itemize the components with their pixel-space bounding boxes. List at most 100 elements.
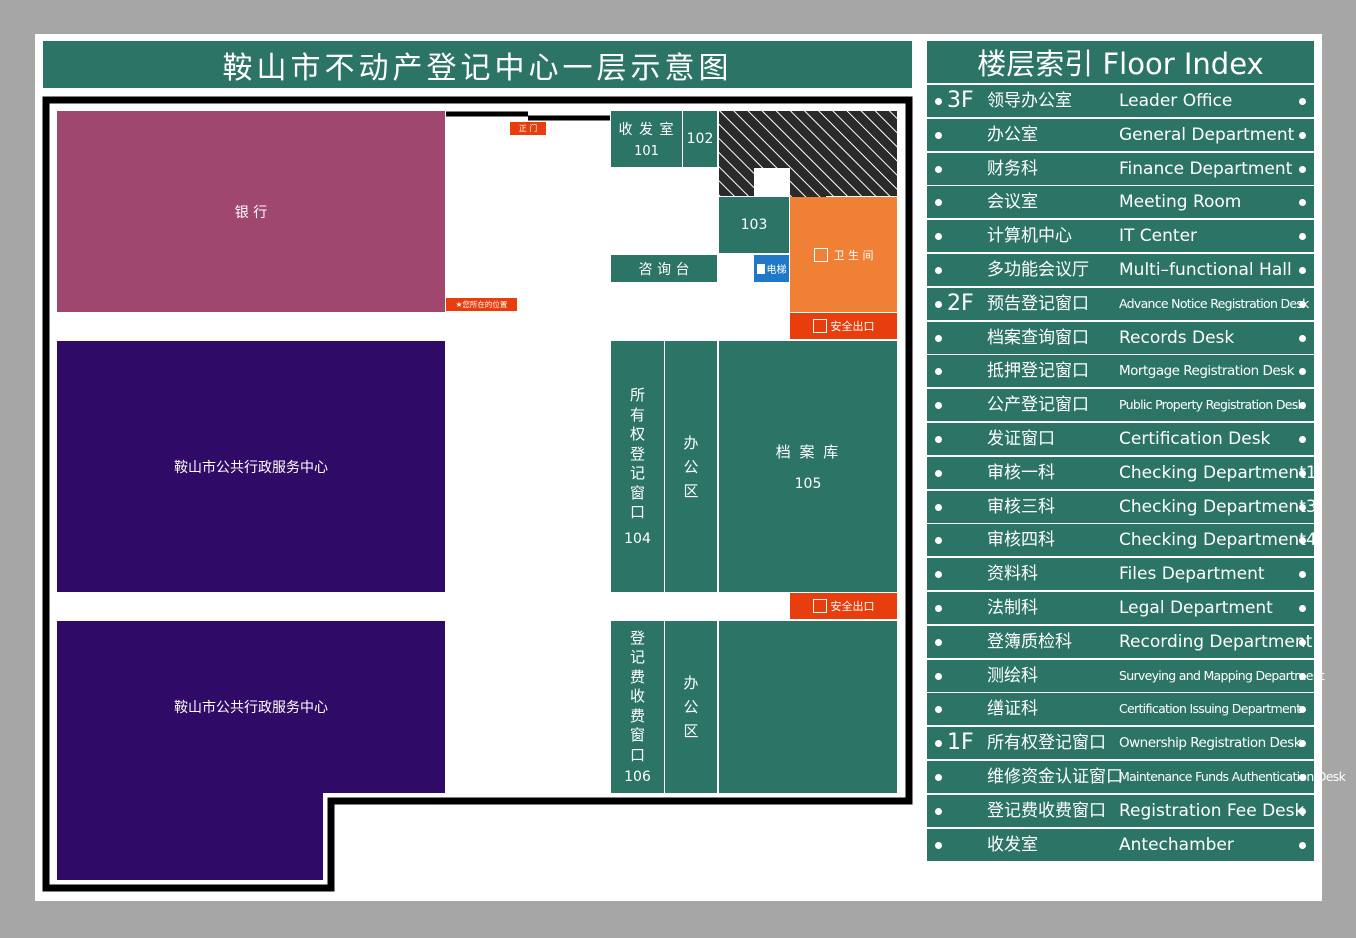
floor-index-title: 楼层索引 Floor Index	[927, 41, 1314, 83]
bullet-icon	[1299, 537, 1306, 545]
bullet-icon	[935, 605, 942, 612]
office-b-char: 公	[683, 698, 699, 716]
dept-name-zh: 资料科	[987, 564, 1038, 585]
bullet-icon	[935, 300, 942, 308]
fee-label: 登 记 费 收 费 窗 口	[630, 629, 645, 766]
floor-index-row: 收发室 Antechamber	[927, 828, 1314, 861]
bullet-icon	[935, 503, 942, 511]
office-b-char: 办	[683, 674, 699, 692]
office-a-char: 公	[683, 457, 699, 476]
bullet-icon	[1299, 469, 1306, 477]
elevator: 电梯	[754, 255, 789, 282]
dept-name-zh: 多功能会议厅	[987, 260, 1089, 280]
bullet-icon	[1299, 436, 1306, 443]
safety-exit-1: 安全出口	[790, 313, 897, 339]
floor-index-row: 发证窗口 Certification Desk	[927, 423, 1314, 455]
dept-name-zh: 测绘科	[987, 665, 1038, 686]
main-gate-label: 正 门	[518, 124, 538, 133]
restroom-label: 卫 生 间	[833, 248, 874, 262]
office-a-char: 办	[683, 433, 699, 452]
dept-name-en: Public Property Registration Desk	[1119, 397, 1305, 413]
bullet-icon	[1299, 165, 1306, 173]
bullet-icon	[1299, 706, 1306, 714]
dept-name-en: Mortgage Registration Desk	[1119, 363, 1295, 380]
dept-name-en: Antechamber	[1119, 834, 1234, 855]
bullet-icon	[935, 98, 942, 105]
bullet-icon	[1299, 605, 1306, 612]
dept-name-zh: 抵押登记窗口	[987, 361, 1089, 382]
floor-label: 1F	[947, 730, 974, 756]
bullet-icon	[935, 402, 942, 410]
bullet-icon	[1299, 841, 1306, 849]
dept-name-zh: 审核四科	[987, 530, 1055, 551]
bullet-icon	[1299, 233, 1306, 241]
dept-name-zh: 所有权登记窗口	[987, 733, 1106, 754]
fee-char: 收	[629, 687, 645, 706]
dept-name-en: Meeting Room	[1119, 192, 1242, 213]
exit-icon	[812, 599, 827, 613]
ownership-label: 所 有 权 登 记 窗 口	[630, 386, 645, 523]
dept-name-en: Maintenance Funds Authentication Desk	[1119, 769, 1346, 784]
fee-char: 口	[629, 745, 645, 764]
elevator-icon	[756, 263, 765, 274]
archive-number: 105	[794, 476, 822, 492]
dept-name-en: Checking Department4	[1119, 530, 1317, 551]
fee-char: 费	[629, 706, 645, 725]
ownership-char: 权	[629, 425, 645, 444]
bullet-icon	[935, 267, 942, 274]
bank-label: 银 行	[234, 204, 268, 221]
dept-name-en: Certification Desk	[1119, 429, 1271, 449]
dept-name-zh: 审核三科	[987, 496, 1055, 517]
admin-center-label-1: 鞍山市公共行政服务中心	[174, 459, 328, 476]
bullet-icon	[935, 131, 942, 139]
dept-name-zh: 财务科	[987, 158, 1038, 179]
dept-name-zh: 预告登记窗口	[987, 293, 1089, 314]
bullet-icon	[935, 469, 942, 477]
floor-index-row: 法制科 Legal Department	[927, 592, 1314, 624]
fee-char: 窗	[629, 726, 645, 745]
safety-exit-label-2: 安全出口	[830, 600, 875, 613]
dept-name-en: General Department	[1119, 124, 1295, 145]
dept-name-en: Records Desk	[1119, 327, 1235, 348]
bullet-icon	[935, 436, 942, 443]
dept-name-en: Certification Issuing Department	[1119, 701, 1301, 717]
dept-name-en: Registration Fee Desk	[1119, 800, 1305, 821]
dept-name-zh: 法制科	[987, 598, 1038, 618]
dept-name-en: Legal Department	[1119, 598, 1273, 618]
ownership-char: 登	[629, 444, 645, 463]
bullet-icon	[935, 672, 942, 680]
fee-number: 106	[624, 769, 651, 786]
dept-name-zh: 收发室	[987, 834, 1038, 855]
office-a-char: 区	[683, 481, 699, 500]
info-desk-label: 咨 询 台	[638, 261, 690, 278]
elevator-label: 电梯	[766, 265, 787, 276]
bullet-icon	[935, 368, 942, 376]
dept-name-zh: 发证窗口	[987, 429, 1055, 449]
floor-label: 3F	[947, 88, 974, 113]
bullet-icon	[1299, 503, 1306, 511]
floor-label: 2F	[947, 290, 974, 316]
dept-name-zh: 会议室	[987, 192, 1038, 213]
dept-name-zh: 办公室	[987, 124, 1038, 145]
dept-name-zh: 计算机中心	[987, 226, 1072, 247]
ownership-char: 口	[629, 503, 645, 522]
main-gate-sign: 正 门	[510, 122, 546, 135]
dept-name-en: Advance Notice Registration Desk	[1119, 295, 1309, 311]
fee-char: 费	[629, 667, 645, 686]
admin-center-room-2: 鞍山市公共行政服务中心	[57, 621, 445, 793]
mailroom-101: 收 发 室 101	[611, 111, 682, 167]
dept-name-en: Leader Office	[1119, 91, 1233, 111]
bullet-icon	[1299, 334, 1306, 342]
bullet-icon	[935, 571, 942, 579]
dept-name-en: Checking Department1	[1119, 462, 1317, 483]
ownership-char: 所	[629, 386, 645, 405]
you-are-here-label: ★您所在的位置	[455, 300, 508, 309]
admin-center-room-2-shape	[57, 621, 445, 880]
